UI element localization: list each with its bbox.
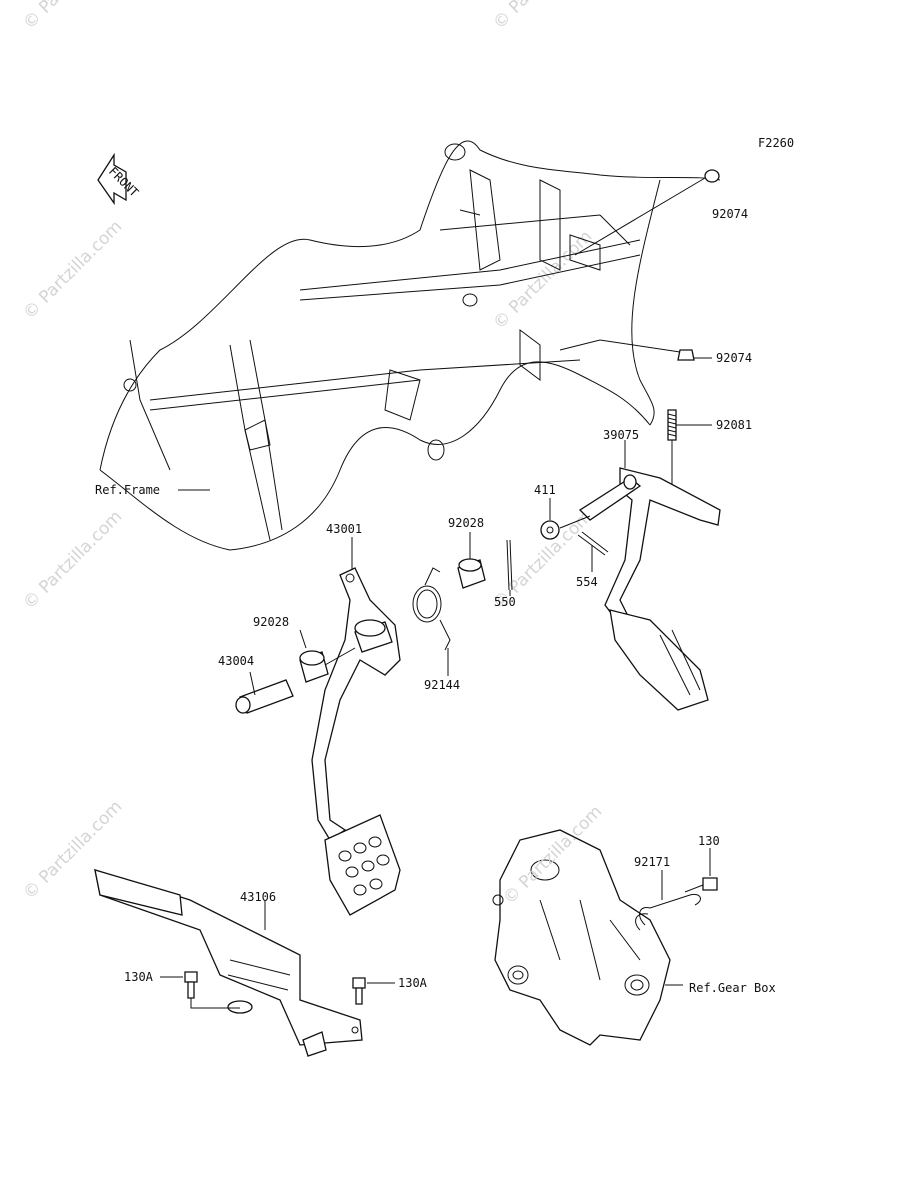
part-92171-clip[interactable] <box>635 870 701 931</box>
part-92028-bushing-lower[interactable] <box>299 629 356 683</box>
part-43001-pedal[interactable] <box>311 537 401 916</box>
diagram-code: F2260 <box>758 136 794 150</box>
part-43106-parking-brake[interactable] <box>94 869 363 1057</box>
part-130a-bolt-left[interactable] <box>160 971 240 1009</box>
front-arrow-icon: FRONT <box>97 152 141 206</box>
part-92028-bushing-upper[interactable] <box>457 532 486 589</box>
part-130-bolt[interactable] <box>684 848 718 893</box>
watermark: © Partzilla.com <box>19 507 126 614</box>
label-43001: 43001 <box>326 522 362 536</box>
gear-box-ref <box>492 829 683 1046</box>
part-411-washer[interactable] <box>540 498 591 540</box>
label-92074-top: 92074 <box>712 207 748 221</box>
label-92074-lower: 92074 <box>716 351 752 365</box>
watermark: © Partzilla.com <box>489 227 596 334</box>
label-92028-lower: 92028 <box>253 615 289 629</box>
watermarks: © Partzilla.com © Partzilla.com © Partzi… <box>19 0 596 904</box>
label-92028-upper: 92028 <box>448 516 484 530</box>
part-130a-bolt-right[interactable] <box>352 977 395 1005</box>
watermark: © Partzilla.com <box>19 217 126 324</box>
label-92171: 92171 <box>634 855 670 869</box>
label-130a-left: 130A <box>124 970 154 984</box>
part-43004-shaft[interactable] <box>235 671 294 714</box>
label-92144: 92144 <box>424 678 460 692</box>
part-92081-spring[interactable] <box>667 409 712 500</box>
label-550: 550 <box>494 595 516 609</box>
part-92074-lower[interactable] <box>559 339 712 361</box>
label-ref-frame: Ref.Frame <box>95 483 160 497</box>
part-92144-spring[interactable] <box>412 567 451 676</box>
watermark: © Partzilla.com <box>489 0 596 34</box>
part-554-cotter-pin[interactable] <box>577 531 609 572</box>
label-130: 130 <box>698 834 720 848</box>
label-130a-right: 130A <box>398 976 428 990</box>
label-43004: 43004 <box>218 654 254 668</box>
part-550-pin[interactable] <box>506 539 513 596</box>
pedal-pad-holes <box>338 836 390 896</box>
label-411: 411 <box>534 483 556 497</box>
part-39075-pedal[interactable] <box>578 440 721 711</box>
part-92074-top[interactable] <box>574 169 720 256</box>
watermark: © Partzilla.com <box>19 0 126 34</box>
label-ref-gear-box: Ref.Gear Box <box>689 981 776 995</box>
label-554: 554 <box>576 575 598 589</box>
label-43106: 43106 <box>240 890 276 904</box>
frame-ref <box>99 140 721 551</box>
label-92081: 92081 <box>716 418 752 432</box>
label-39075: 39075 <box>603 428 639 442</box>
